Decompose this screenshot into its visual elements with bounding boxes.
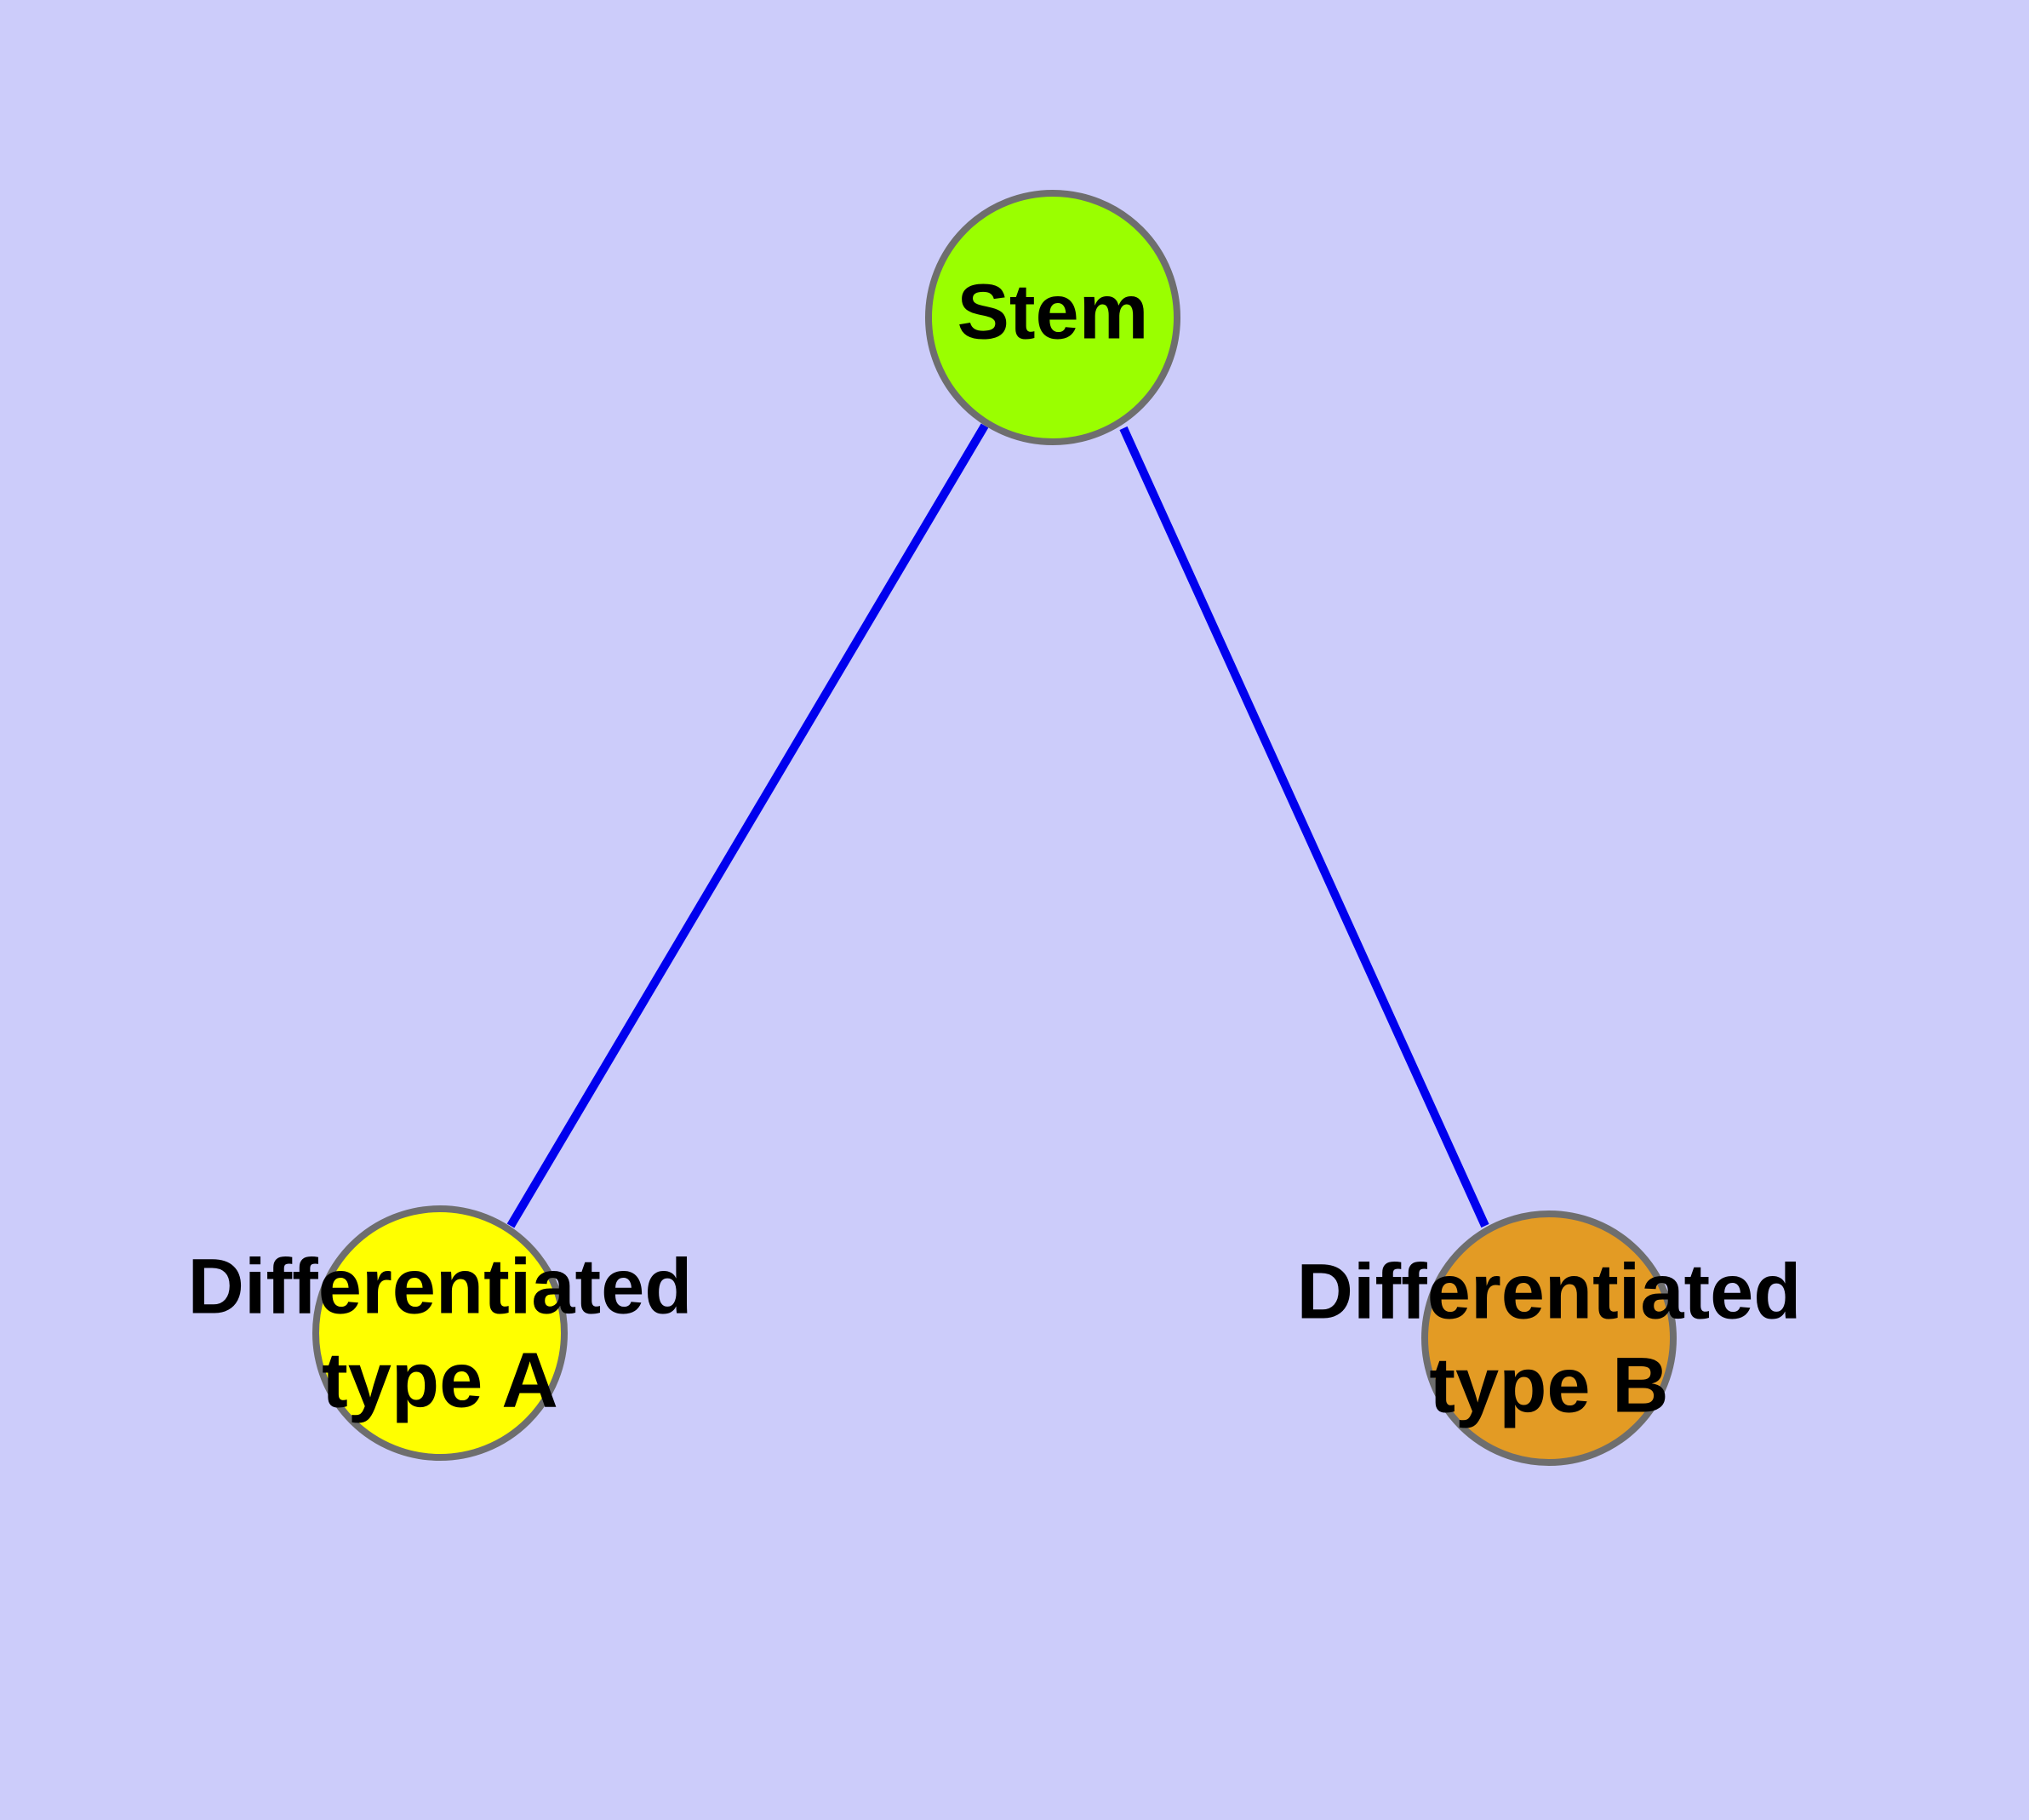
node-differentiated-type-b[interactable]: Differentiated type B xyxy=(1297,1210,1802,1466)
node-layer: Stem Differentiated type A Differentiate… xyxy=(188,190,1802,1466)
node-differentiated-type-a-circle[interactable] xyxy=(312,1205,568,1461)
node-stem-circle[interactable] xyxy=(925,190,1180,445)
edge-layer xyxy=(506,423,1489,1228)
node-differentiated-type-b-label-line1: Differentiated xyxy=(1297,1248,1802,1335)
node-differentiated-type-a-label-line2: type A xyxy=(322,1336,558,1423)
node-differentiated-type-b-label-line2: type B xyxy=(1429,1342,1668,1428)
edge-stem-to-differentiated-b[interactable] xyxy=(1119,426,1489,1228)
node-differentiated-type-a[interactable]: Differentiated type A xyxy=(188,1205,693,1461)
node-stem[interactable]: Stem xyxy=(925,190,1180,445)
node-stem-label: Stem xyxy=(957,268,1149,355)
node-differentiated-type-a-label-line1: Differentiated xyxy=(188,1243,693,1330)
node-differentiated-type-b-circle[interactable] xyxy=(1421,1210,1677,1466)
edge-stem-to-differentiated-a[interactable] xyxy=(506,423,989,1228)
